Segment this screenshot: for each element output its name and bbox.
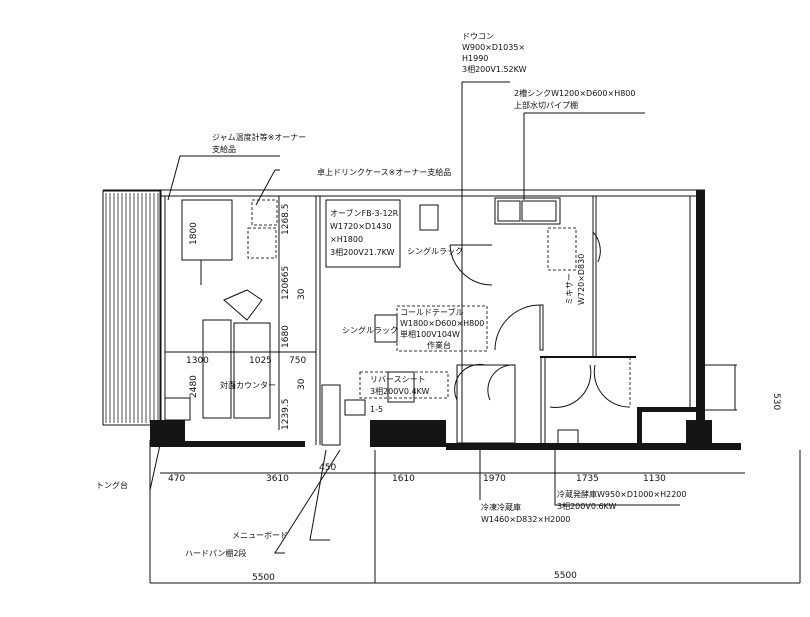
svg-text:665: 665 <box>281 266 291 283</box>
sink-label: 2槽シンクW1200×D600×H800 上部水切パイプ棚 <box>514 88 635 110</box>
svg-text:450: 450 <box>319 463 336 473</box>
svg-text:3相200V0.6KW: 3相200V0.6KW <box>557 501 617 511</box>
bottom-wall-left <box>150 420 185 447</box>
svg-text:H1990: H1990 <box>462 54 488 63</box>
svg-text:1025: 1025 <box>249 356 272 366</box>
single-rack-label: シングルラック <box>407 246 463 256</box>
svg-text:1130: 1130 <box>643 474 666 484</box>
svg-text:5500: 5500 <box>554 571 577 581</box>
freezer-label: 冷凍冷蔵庫 W1460×D832×H2000 <box>481 502 570 524</box>
jam-table <box>181 199 233 261</box>
svg-text:1680: 1680 <box>281 325 291 348</box>
svg-text:冷蔵発酵庫W950×D1000×H2200: 冷蔵発酵庫W950×D1000×H2200 <box>557 489 686 499</box>
svg-text:W1720×D1430: W1720×D1430 <box>330 222 392 231</box>
hard-bread-shelf-label: ハードパン棚2段 <box>185 548 247 558</box>
tong-label: トング台 <box>96 480 128 490</box>
jam-label: ジャム温度計等※オーナー 支給品 <box>212 132 306 154</box>
svg-text:W720×D830: W720×D830 <box>577 254 586 305</box>
oven-label: オーブンFB-3-12R W1720×D1430 ×H1800 3相200V21… <box>330 208 399 257</box>
svg-text:3相200V0.4KW: 3相200V0.4KW <box>370 386 430 396</box>
svg-text:3610: 3610 <box>266 474 289 484</box>
svg-text:1970: 1970 <box>483 474 506 484</box>
menu-board-label: メニューボード <box>232 531 288 540</box>
svg-text:×H1800: ×H1800 <box>330 235 363 244</box>
svg-text:ミキサー: ミキサー <box>565 273 574 305</box>
reverse-sheet-label: リバースシート 3相200V0.4KW <box>370 375 430 396</box>
svg-text:1610: 1610 <box>392 474 415 484</box>
svg-text:1735: 1735 <box>576 474 599 484</box>
svg-text:2槽シンクW1200×D600×H800: 2槽シンクW1200×D600×H800 <box>514 88 635 98</box>
cold-table-label: コールドテーブル W1800×D600×H800 単相100V104W 作業台 <box>400 307 484 350</box>
hand-sink <box>344 399 366 416</box>
svg-text:単相100V104W: 単相100V104W <box>400 329 460 339</box>
proofer-label: 冷蔵発酵庫W950×D1000×H2200 3相200V0.6KW <box>557 489 686 511</box>
svg-text:470: 470 <box>168 474 185 484</box>
svg-text:1800: 1800 <box>189 222 199 245</box>
dimension-labels: 1800 1268.5 120 665 30 1680 1300 1025 75… <box>168 204 781 584</box>
svg-text:支給品: 支給品 <box>212 144 236 154</box>
two-tank-sink <box>494 197 561 225</box>
bottom-wall <box>446 443 741 450</box>
svg-text:530: 530 <box>771 393 781 410</box>
svg-text:ジャム温度計等※オーナー: ジャム温度計等※オーナー <box>212 132 306 142</box>
svg-text:W1800×D600×H800: W1800×D600×H800 <box>400 319 484 328</box>
svg-text:3相200V1.52KW: 3相200V1.52KW <box>462 64 527 74</box>
svg-text:コールドテーブル: コールドテーブル <box>400 307 464 317</box>
counter <box>202 319 232 419</box>
svg-text:30: 30 <box>297 288 307 300</box>
svg-text:2480: 2480 <box>189 375 199 398</box>
svg-text:30: 30 <box>297 378 307 390</box>
oven <box>325 199 401 268</box>
svg-text:5500: 5500 <box>252 573 275 583</box>
right-wall <box>696 190 705 420</box>
hand-sink-label: 1-5 <box>370 405 383 414</box>
svg-text:上部水切パイプ棚: 上部水切パイプ棚 <box>514 100 578 110</box>
freezer <box>456 364 516 444</box>
svg-text:オーブンFB-3-12R: オーブンFB-3-12R <box>330 208 399 218</box>
reverse-sheet <box>359 371 449 399</box>
menu-board <box>321 384 341 446</box>
svg-text:1300: 1300 <box>186 356 209 366</box>
svg-text:3相200V21.7KW: 3相200V21.7KW <box>330 247 395 257</box>
svg-text:W900×D1035×: W900×D1035× <box>462 43 525 52</box>
single-rack-label: シングルラック <box>342 325 398 335</box>
counter-label: 対面カウンター <box>220 380 276 390</box>
hatched-area <box>105 193 159 423</box>
mixer-label: ミキサー W720×D830 <box>565 254 586 305</box>
dough-con-label: ドウコン W900×D1035× H1990 3相200V1.52KW <box>462 32 527 74</box>
svg-text:冷凍冷蔵庫: 冷凍冷蔵庫 <box>481 502 521 512</box>
mixer <box>547 227 577 271</box>
svg-text:リバースシート: リバースシート <box>370 375 426 384</box>
svg-text:W1460×D832×H2000: W1460×D832×H2000 <box>481 515 570 524</box>
svg-text:750: 750 <box>289 356 306 366</box>
svg-text:作業台: 作業台 <box>427 340 451 350</box>
dough-con <box>419 204 439 231</box>
svg-text:ドウコン: ドウコン <box>462 32 494 41</box>
counter-block <box>370 420 446 447</box>
svg-text:1268.5: 1268.5 <box>281 204 291 236</box>
drink-case-label: 卓上ドリンクケース※オーナー支給品 <box>317 167 451 177</box>
counter-door <box>223 289 263 321</box>
svg-text:120: 120 <box>281 283 291 300</box>
svg-text:1239.5: 1239.5 <box>281 399 291 431</box>
